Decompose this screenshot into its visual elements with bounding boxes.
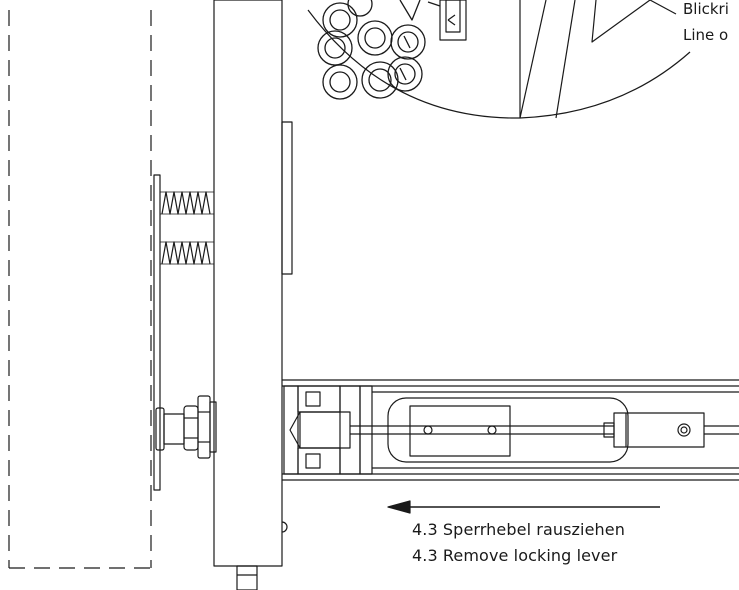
knob-cluster <box>317 0 426 100</box>
view-direction-label-en: Line o <box>683 26 729 44</box>
pull-direction-arrow <box>387 500 660 514</box>
phantom-panel <box>8 10 152 569</box>
detail-view <box>307 0 691 119</box>
step-label-en: 4.3 Remove locking lever <box>412 546 618 565</box>
bolt-assembly <box>155 395 217 459</box>
view-direction-label-de: Blickri <box>683 0 729 18</box>
rail-assembly <box>282 379 739 481</box>
door-profile <box>213 0 293 590</box>
step-label-de: 4.3 Sperrhebel rausziehen <box>412 520 625 539</box>
spring-assembly <box>153 174 215 491</box>
